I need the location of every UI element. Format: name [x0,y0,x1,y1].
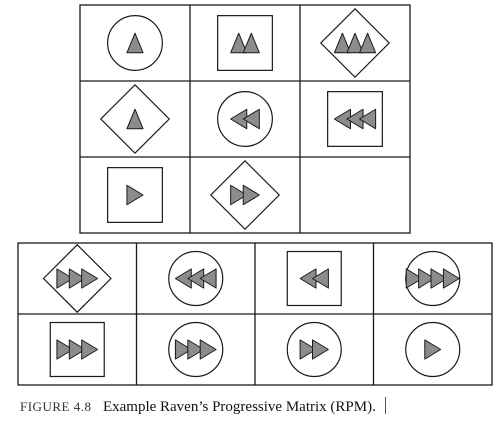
answer-option-cell[interactable] [168,321,224,378]
triangle-shape [56,268,74,289]
triangle-shape [242,32,260,54]
answer-option-cell[interactable] [286,250,342,307]
triangle-shape [359,108,377,130]
triangle-shape [430,268,448,289]
triangle-shape [126,184,144,206]
matrix-cell [107,15,163,71]
figure-caption: FIGURE 4.8 Example Raven’s Progressive M… [20,397,490,419]
triangle-shape [242,108,260,130]
matrix-cell [99,83,171,155]
answer-option-cell[interactable] [168,250,224,307]
triangle-shape [68,268,86,289]
triangle-shape [230,32,248,54]
square-frame [217,15,273,71]
triangle-shape [81,268,99,289]
triangle-shape [346,32,364,54]
triangle-shape [299,339,317,360]
matrix-cell [209,159,281,231]
matrix-cell [217,91,273,147]
triangle-shape [126,32,144,54]
triangle-shape [68,339,86,360]
triangle-shape [81,339,99,360]
triangle-shape [442,268,460,289]
triangle-shape [187,339,205,360]
triangle-shape [126,108,144,130]
triangle-shape [199,339,217,360]
matrix-cell [107,167,163,223]
answer-option-cell[interactable] [49,321,105,378]
text-cursor [385,397,387,414]
matrix-cells [99,7,391,231]
matrix-border [79,4,411,234]
triangle-shape [242,184,260,206]
triangle-shape [174,339,192,360]
triangle-shape [418,268,435,289]
triangle-shape [405,268,423,289]
matrix-cell [217,15,273,71]
answer-option-cell[interactable] [286,321,342,378]
triangle-shape [333,32,351,54]
triangle-shape [230,184,248,206]
matrix-cell [327,91,383,147]
triangle-shape [359,32,377,54]
answer-option-cell[interactable] [405,250,461,307]
triangle-shape [312,268,329,289]
matrix-cell [319,7,391,79]
rpm-figure [17,4,493,386]
options-grid [17,242,493,386]
figure-label: FIGURE 4.8 [20,399,92,414]
answer-option-cell[interactable] [42,243,112,314]
matrix-grid [79,4,411,234]
triangle-shape [199,268,217,289]
triangle-shape [312,339,329,360]
triangle-shape [424,339,442,360]
options-cells [42,243,461,378]
figure-caption-text: Example Raven’s Progressive Matrix (RPM)… [102,399,376,415]
triangle-shape [56,339,74,360]
answer-option-cell[interactable] [405,321,461,378]
